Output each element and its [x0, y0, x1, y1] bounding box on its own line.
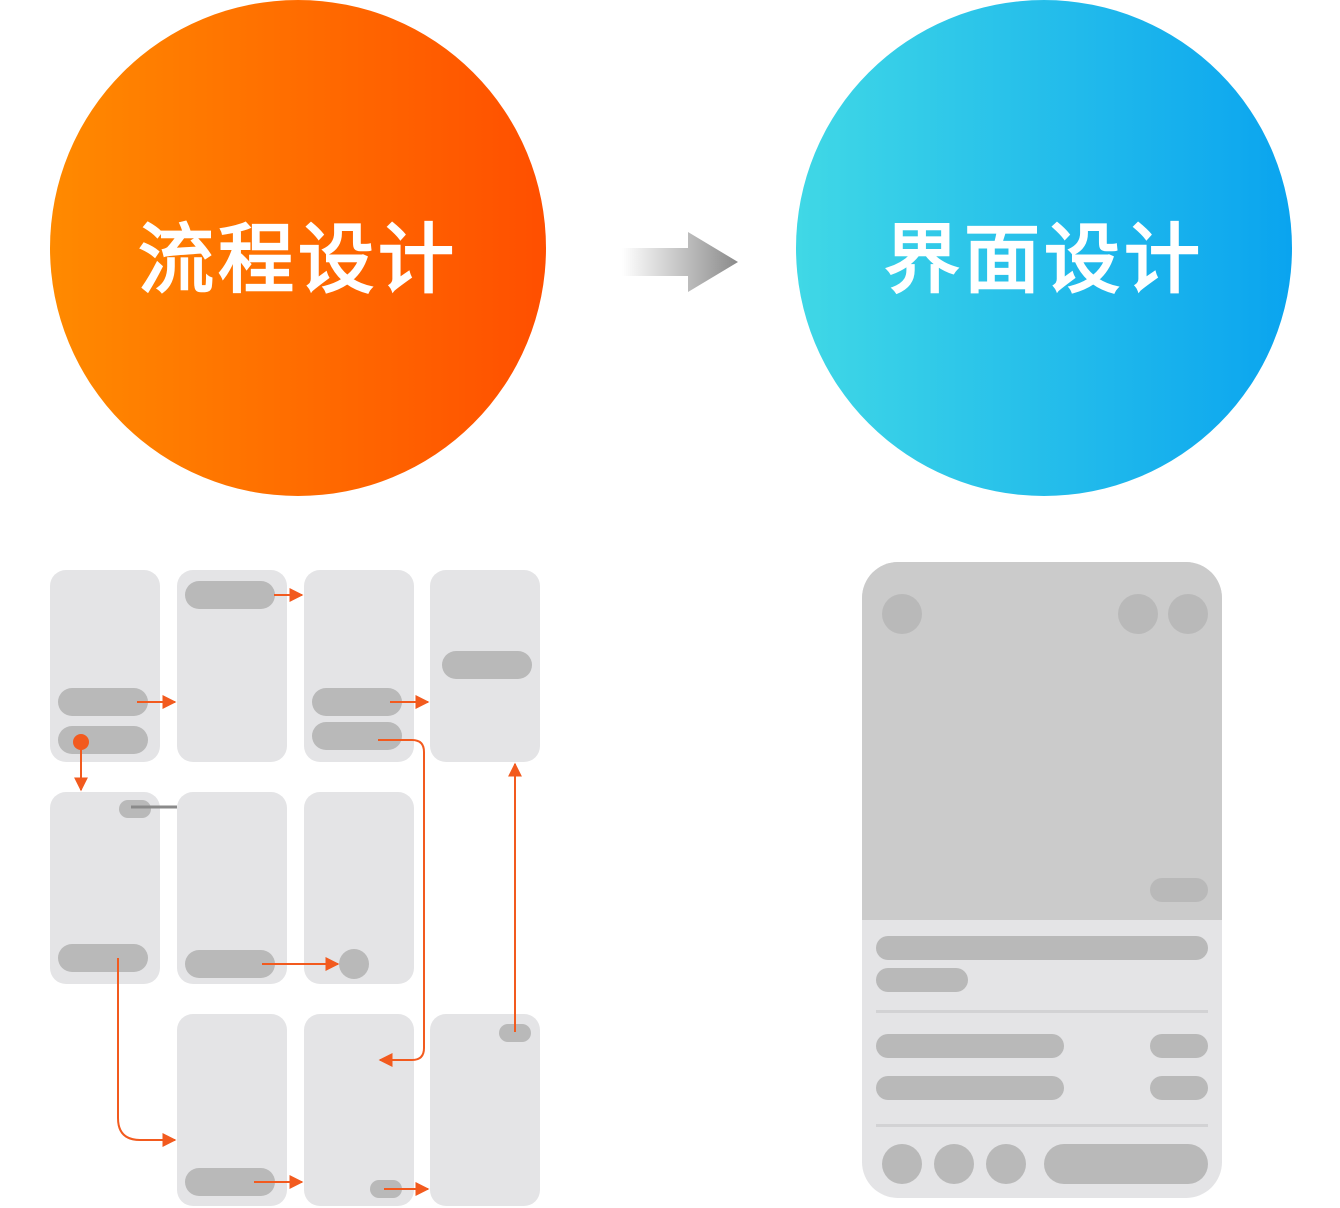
button-placeholder	[58, 688, 148, 716]
action-icon[interactable]	[882, 1144, 922, 1184]
flow-design-circle: 流程设计	[50, 0, 546, 496]
ui-design-circle: 界面设计	[796, 0, 1292, 496]
arrow-right-icon	[622, 232, 738, 292]
primary-action-button[interactable]	[1044, 1144, 1208, 1184]
flow-design-title: 流程设计	[138, 215, 458, 304]
button-placeholder	[185, 950, 275, 978]
button-placeholder	[312, 722, 402, 750]
button-placeholder	[58, 944, 148, 972]
screen-card	[50, 570, 160, 762]
button-placeholder	[185, 1168, 275, 1196]
flow-map	[50, 570, 540, 1206]
detail-row-value	[1150, 1034, 1208, 1058]
screen-card	[430, 570, 540, 762]
flow-start-dot	[73, 734, 89, 750]
action-icon[interactable]	[934, 1144, 974, 1184]
screen-card	[304, 570, 414, 762]
image-counter-badge	[1150, 878, 1208, 902]
more-icon[interactable]	[1168, 594, 1208, 634]
flow-connector	[117, 958, 177, 1147]
detail-row-value	[1150, 1076, 1208, 1100]
screen-card	[177, 792, 287, 984]
hero-image-placeholder	[862, 562, 1222, 920]
badge-placeholder	[119, 800, 151, 818]
screen-card	[50, 792, 160, 984]
button-placeholder	[312, 688, 402, 716]
button-placeholder	[58, 726, 148, 754]
badge-placeholder	[499, 1024, 531, 1042]
detail-row-label	[876, 1076, 1064, 1100]
ui-mockup-screen	[862, 562, 1222, 1198]
back-icon[interactable]	[882, 594, 922, 634]
button-placeholder	[185, 581, 275, 609]
screen-card	[177, 570, 287, 762]
title-placeholder	[876, 936, 1208, 960]
share-icon[interactable]	[1118, 594, 1158, 634]
screen-card	[177, 1014, 287, 1206]
screen-card	[304, 1014, 414, 1206]
divider	[876, 1124, 1208, 1127]
ui-design-title: 界面设计	[884, 215, 1204, 304]
screen-card	[430, 1014, 540, 1206]
subtitle-placeholder	[876, 968, 968, 992]
detail-row-label	[876, 1034, 1064, 1058]
button-placeholder	[442, 651, 532, 679]
flow-connector	[378, 739, 425, 1067]
action-icon[interactable]	[986, 1144, 1026, 1184]
icon-placeholder	[339, 949, 369, 979]
divider	[876, 1010, 1208, 1013]
screen-card	[304, 792, 414, 984]
